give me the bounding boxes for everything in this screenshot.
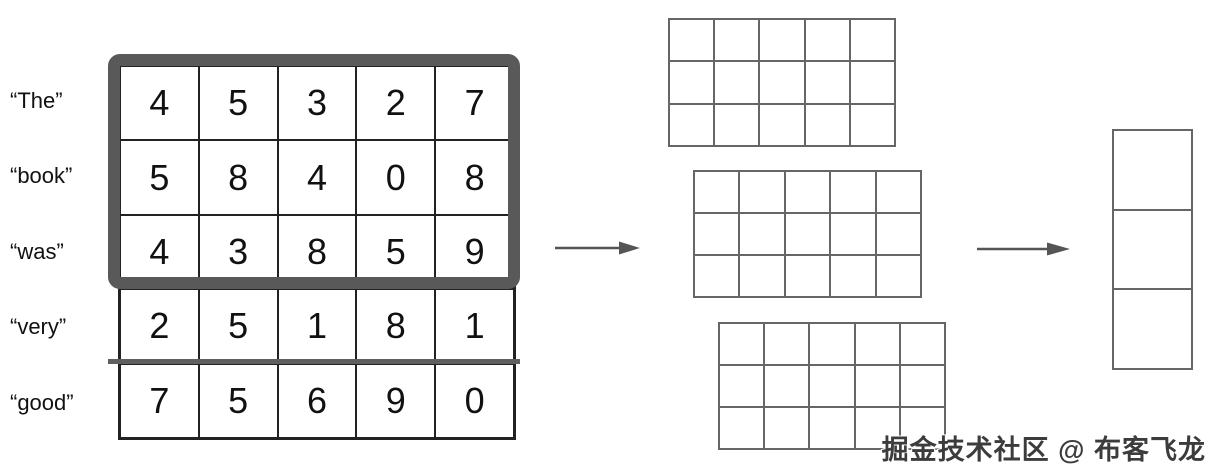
empty-cell [784,255,831,297]
empty-cell [739,171,785,213]
empty-cell [899,365,945,407]
empty-cell [669,19,715,62]
empty-cell [759,19,805,62]
empty-cell [899,407,945,449]
empty-cell [849,61,895,104]
matrix-cell: 8 [198,140,278,215]
empty-cell [849,19,895,62]
empty-cell [739,213,785,255]
empty-cell [714,61,760,104]
empty-cell [875,213,921,255]
matrix-cell: 0 [435,363,514,438]
empty-cell [830,171,876,213]
empty-cell [804,19,850,62]
arrow-right-icon [977,242,1070,256]
empty-cell [854,407,900,449]
empty-cell [804,61,850,104]
empty-cell [784,213,831,255]
empty-cell [784,171,831,213]
empty-cell [1113,209,1192,290]
empty-cell [694,255,740,297]
matrix-cell: 4 [120,214,199,290]
matrix-cell: 2 [356,66,436,141]
empty-cell [759,61,805,104]
matrix-cell: 3 [277,66,357,141]
matrix-cell: 8 [356,289,436,364]
matrix-cell: 7 [120,363,199,438]
empty-cell [809,407,855,449]
empty-cell [764,407,810,449]
empty-cell [899,323,945,365]
empty-cell [764,365,810,407]
empty-cell [669,103,715,146]
row-label: “book” [10,163,73,188]
feature-map-grid-3 [718,322,946,450]
matrix-cell: 4 [120,66,199,141]
matrix-cell: 5 [356,214,436,290]
empty-cell [830,213,876,255]
empty-cell [875,171,921,213]
empty-cell [854,365,900,407]
matrix-cell: 8 [435,140,514,215]
matrix-cell: 5 [198,363,278,438]
matrix-cell: 7 [435,66,514,141]
empty-cell [830,255,876,297]
matrix-cell: 9 [435,214,514,290]
matrix-cell: 3 [198,214,278,290]
matrix-cell: 5 [198,66,278,141]
matrix-cell: 0 [356,140,436,215]
empty-cell [694,171,740,213]
empty-cell [694,213,740,255]
empty-cell [1113,289,1192,369]
matrix-cell: 6 [277,363,357,438]
row-label: “was” [10,239,64,264]
empty-cell [759,103,805,146]
empty-cell [719,365,765,407]
row-label: “good” [10,390,74,415]
empty-cell [854,323,900,365]
matrix-cell: 1 [277,289,357,364]
empty-cell [714,19,760,62]
empty-cell [739,255,785,297]
empty-cell [719,407,765,449]
empty-cell [804,103,850,146]
empty-cell [809,323,855,365]
row-divider [108,359,520,364]
watermark: 掘金技术社区 @ 布客飞龙 [881,435,1206,465]
matrix-cell: 4 [277,140,357,215]
empty-cell [1113,130,1192,210]
matrix-cell: 1 [435,289,514,364]
row-label: “The” [10,88,63,113]
matrix-cell: 5 [198,289,278,364]
matrix-cell: 5 [120,140,199,215]
matrix-cell: 2 [120,289,199,364]
matrix-cell: 8 [277,214,357,290]
arrow-right-icon [555,241,640,255]
empty-cell [875,255,921,297]
empty-cell [764,323,810,365]
feature-map-grid-1 [668,18,896,147]
matrix-cell: 9 [356,363,436,438]
empty-cell [719,323,765,365]
empty-cell [849,103,895,146]
empty-cell [714,103,760,146]
row-label: “very” [10,314,67,339]
empty-cell [809,365,855,407]
empty-cell [669,61,715,104]
output-vector-column [1112,129,1193,370]
feature-map-grid-2 [693,170,922,298]
